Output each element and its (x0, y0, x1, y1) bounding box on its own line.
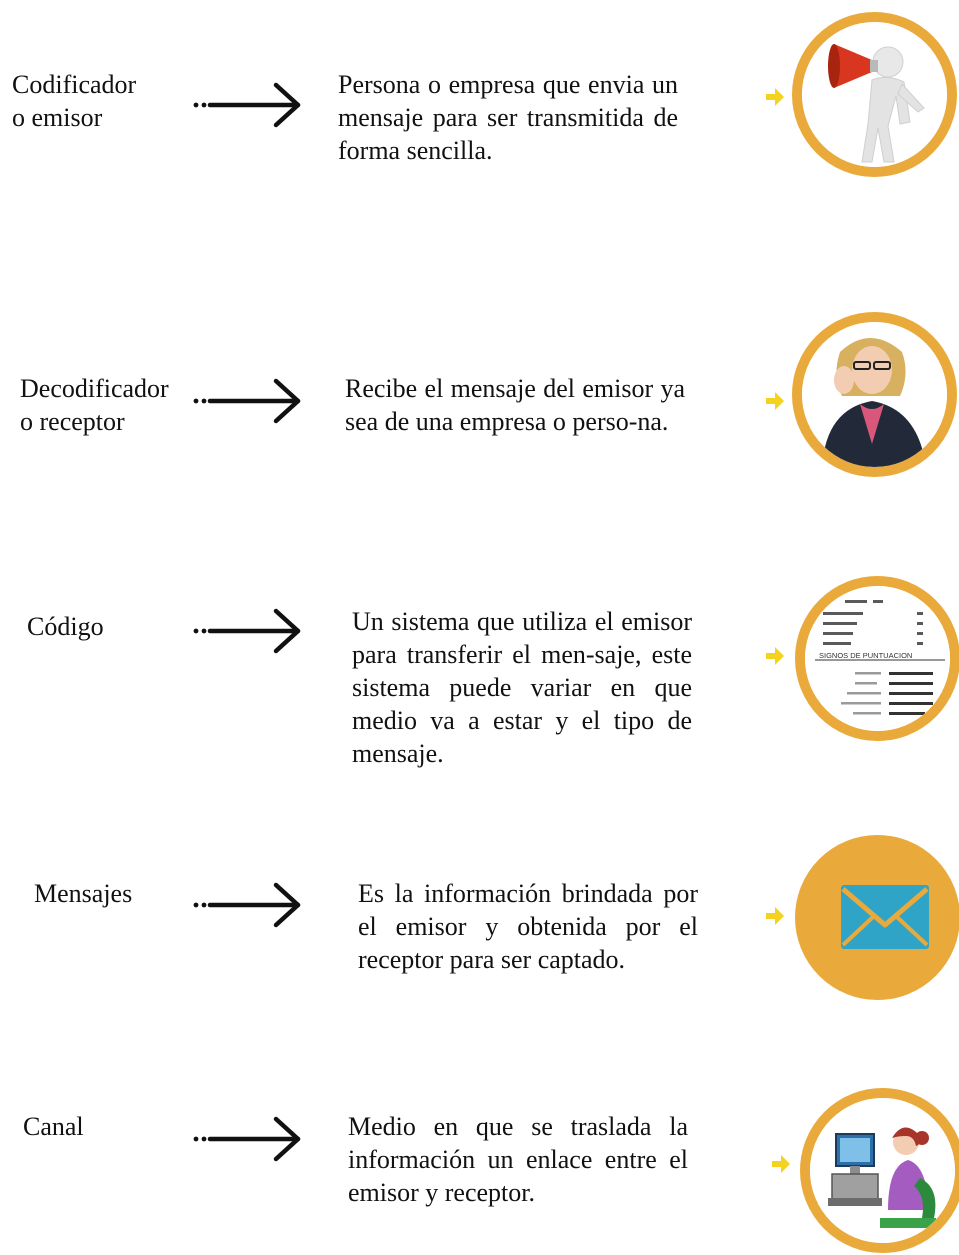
arrow-icon (193, 608, 301, 654)
computer-user-icon (800, 1088, 959, 1253)
megaphone-person-icon (792, 12, 957, 177)
pointer-icon (766, 907, 784, 925)
description-decodificador: Recibe el mensaje del emisor ya sea de u… (345, 374, 685, 436)
punctuation-card-heading: SIGNOS DE PUNTUACION (819, 651, 912, 660)
description-codigo: Un sistema que utiliza el emisor para tr… (352, 607, 692, 768)
listening-woman-icon (792, 312, 957, 477)
term-codificador: Codificador o emisor (12, 70, 137, 132)
punctuation-signs-icon: SIGNOS DE PUNTUACION (795, 576, 959, 741)
pointer-icon (766, 647, 784, 665)
arrow-icon (193, 882, 301, 928)
pointer-icon (772, 1155, 790, 1173)
term-canal: Canal (23, 1112, 84, 1141)
term-mensajes: Mensajes (34, 879, 133, 908)
term-decodificador: Decodificador o receptor (20, 374, 169, 436)
description-mensajes: Es la información brindada por el emisor… (358, 879, 698, 974)
arrow-icon (193, 378, 301, 424)
term-codigo: Código (27, 612, 104, 641)
pointer-icon (766, 88, 784, 106)
pointer-icon (766, 392, 784, 410)
arrow-icon (193, 1116, 301, 1162)
description-codificador: Persona o empresa que envia un mensaje p… (338, 70, 678, 165)
description-canal: Medio en que se traslada la información … (348, 1112, 688, 1207)
envelope-icon (795, 835, 959, 1000)
arrow-icon (193, 82, 301, 128)
